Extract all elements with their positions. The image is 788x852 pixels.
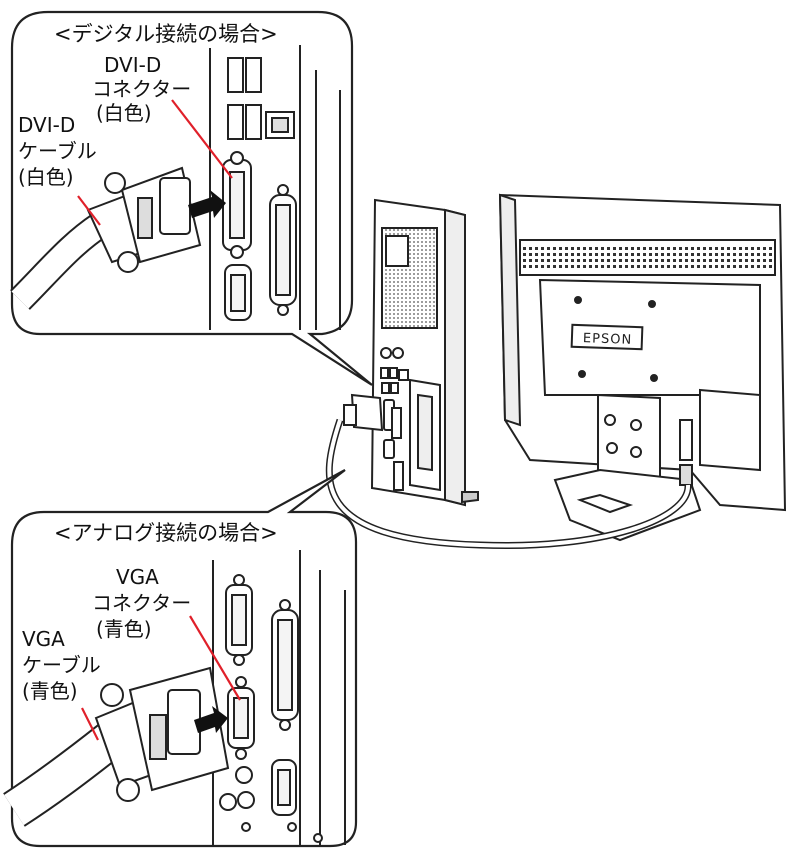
vga-connector-leader-line xyxy=(189,615,241,701)
dvi-connector-label-line1: DVI-D xyxy=(104,53,161,77)
dvi-cable-illustration xyxy=(10,166,202,310)
vga-cable-label-line3: (青色) xyxy=(22,679,78,703)
analog-connection-panel: <アナログ接続の場合> VGA コネクター (青色) VGA ケーブル (青色) xyxy=(3,469,358,848)
vga-cable-label-line1: VGA xyxy=(22,627,65,651)
vga-cable-illustration xyxy=(3,666,230,827)
pc-cable-plug xyxy=(343,393,384,432)
insert-arrow-dvi xyxy=(188,190,226,218)
vga-cable-leader-line xyxy=(81,707,99,741)
dvi-cable-label-line3: (白色) xyxy=(18,165,74,189)
digital-connection-panel: <デジタル接続の場合> DVI-D コネクター (白色) DVI-D ケーブル … xyxy=(10,10,373,386)
dvi-connector-label-line3: (白色) xyxy=(96,101,152,125)
monitor xyxy=(498,193,787,542)
insert-arrow-vga xyxy=(194,706,228,733)
vga-connector-label-line2: コネクター xyxy=(92,591,191,615)
dvi-connector-label-line2: コネクター xyxy=(92,77,191,101)
vga-connector-label-line1: VGA xyxy=(116,565,159,589)
vga-cable-label-line2: ケーブル xyxy=(22,653,101,677)
digital-panel-title: <デジタル接続の場合> xyxy=(54,22,278,46)
pc-tower xyxy=(370,198,479,507)
dvi-cable-label-line1: DVI-D xyxy=(18,113,75,137)
vga-connector-label-line3: (青色) xyxy=(96,617,152,641)
dvi-connector-leader-line xyxy=(171,99,233,179)
monitor-vent-grille xyxy=(522,244,773,271)
dvi-cable-leader-line xyxy=(77,195,101,226)
analog-panel-title: <アナログ接続の場合> xyxy=(54,521,278,545)
monitor-brand-logo: EPSON xyxy=(583,331,633,348)
monitor-cable xyxy=(327,419,691,548)
dvi-cable-label-line2: ケーブル xyxy=(18,139,97,163)
